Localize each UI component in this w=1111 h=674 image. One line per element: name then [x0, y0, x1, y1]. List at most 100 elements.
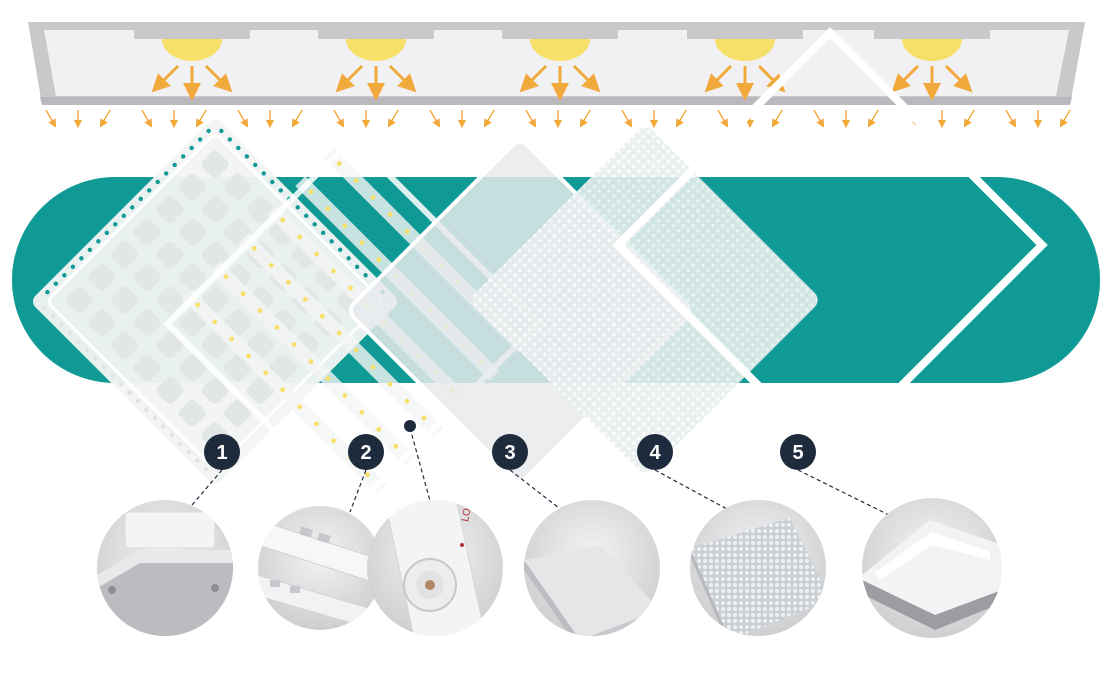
- light-arrow-icon: [388, 64, 417, 93]
- plate-dot: [161, 424, 166, 429]
- layer-5-frame: [612, 27, 1048, 463]
- badge-number: 2: [360, 442, 371, 464]
- plate-dot: [337, 247, 343, 252]
- plate-dot: [147, 188, 152, 193]
- plate-dot: [180, 154, 186, 159]
- strip-led: [348, 285, 353, 291]
- plate-dot: [87, 247, 93, 252]
- plate-recess: [133, 263, 161, 291]
- sun-led-icon: [162, 39, 222, 61]
- led-housing: [502, 30, 618, 39]
- strip-led: [257, 308, 263, 314]
- strip-led: [251, 245, 257, 251]
- strip-led: [212, 319, 218, 325]
- emitted-light-arrows: [45, 109, 1071, 129]
- plate-dot: [155, 179, 160, 185]
- plate-dot: [253, 162, 258, 168]
- strip-led: [404, 398, 410, 404]
- layer-1-back-plate: [33, 119, 397, 484]
- strip-led: [365, 472, 370, 478]
- plate-dot: [197, 137, 203, 142]
- strip-led: [297, 404, 302, 410]
- plate-dot: [172, 162, 177, 168]
- plate-dot: [130, 205, 135, 210]
- led-housing: [134, 30, 250, 39]
- strip-led: [331, 438, 336, 444]
- plate-recess: [156, 241, 184, 269]
- plate-recess: [201, 196, 229, 223]
- strip-led: [291, 342, 297, 347]
- strip-led: [353, 178, 359, 183]
- strip-led: [325, 376, 331, 381]
- led-strip-print-text: LO: [460, 507, 473, 522]
- plate-dot: [236, 145, 241, 151]
- plate-dot: [203, 466, 209, 472]
- strip-led: [353, 347, 359, 353]
- plate-dot: [70, 264, 76, 269]
- sun-led-icon: [902, 39, 962, 61]
- plate-recess: [133, 309, 161, 337]
- strip-led: [280, 217, 286, 223]
- strip-led: [308, 359, 314, 364]
- detail-photo-back-plate: [97, 500, 233, 636]
- plate-dot: [96, 239, 101, 244]
- plate-recess: [88, 263, 116, 291]
- detail-photo-light-guide: [524, 500, 660, 636]
- light-arrow-icon: [1005, 109, 1017, 128]
- back-plate-dots: [42, 128, 385, 472]
- plate-dot: [186, 449, 192, 455]
- light-arrow-icon: [717, 109, 729, 128]
- plate-dot: [42, 305, 47, 310]
- strip-led: [263, 370, 269, 376]
- sun-led-icon: [530, 39, 590, 61]
- plate-dot: [62, 273, 67, 278]
- light-arrow-icon: [237, 109, 249, 128]
- plate-dot: [138, 196, 143, 202]
- plate-dot: [152, 415, 158, 421]
- plate-dot: [45, 290, 50, 295]
- number-badge-icon: 2: [348, 434, 384, 470]
- plate-recess: [178, 173, 206, 201]
- strip-led: [229, 336, 235, 342]
- strip-led: [297, 234, 302, 240]
- led-housing: [318, 30, 434, 39]
- plate-dot: [118, 381, 124, 387]
- plate-recess: [224, 399, 252, 427]
- plate-recess: [111, 241, 138, 269]
- strip-led: [359, 240, 365, 246]
- detail-photo-frame: [862, 498, 1002, 638]
- plate-dot: [320, 230, 326, 236]
- led-housing: [687, 30, 803, 39]
- top-panel-side-view: [28, 22, 1085, 129]
- plate-recess: [156, 331, 184, 359]
- plate-dot: [270, 179, 275, 185]
- light-arrow-icon: [429, 109, 441, 128]
- leader-lines: [185, 427, 896, 519]
- badge-number: 3: [504, 442, 515, 464]
- light-arrow-icon: [813, 109, 825, 128]
- strip-led: [325, 206, 331, 212]
- top-panel-leds: [134, 30, 990, 61]
- led-housing: [874, 30, 990, 39]
- plate-dot: [261, 171, 266, 176]
- strip-led: [302, 296, 308, 302]
- plate-dot: [178, 441, 183, 446]
- number-badge-icon: 5: [780, 434, 816, 470]
- badge-number: 1: [216, 442, 227, 464]
- detail-photo-led-lens: LO: [367, 500, 503, 636]
- plate-recess: [178, 218, 206, 246]
- strip-led: [376, 257, 382, 263]
- plate-dot: [295, 205, 300, 210]
- detail-photo-led-strip: [258, 506, 382, 630]
- plate-dot: [195, 458, 200, 463]
- light-arrow-icon: [141, 109, 153, 128]
- plate-recess: [201, 241, 229, 269]
- light-arrow-icon: [771, 109, 783, 128]
- light-arrow-icon: [891, 64, 920, 93]
- number-badges: 1 2 3 4 5: [204, 434, 816, 470]
- strip-led: [342, 393, 348, 398]
- plate-recess: [224, 173, 252, 201]
- number-badge-icon: 4: [637, 434, 673, 470]
- strip-led: [370, 364, 376, 370]
- strip-led: [393, 443, 399, 449]
